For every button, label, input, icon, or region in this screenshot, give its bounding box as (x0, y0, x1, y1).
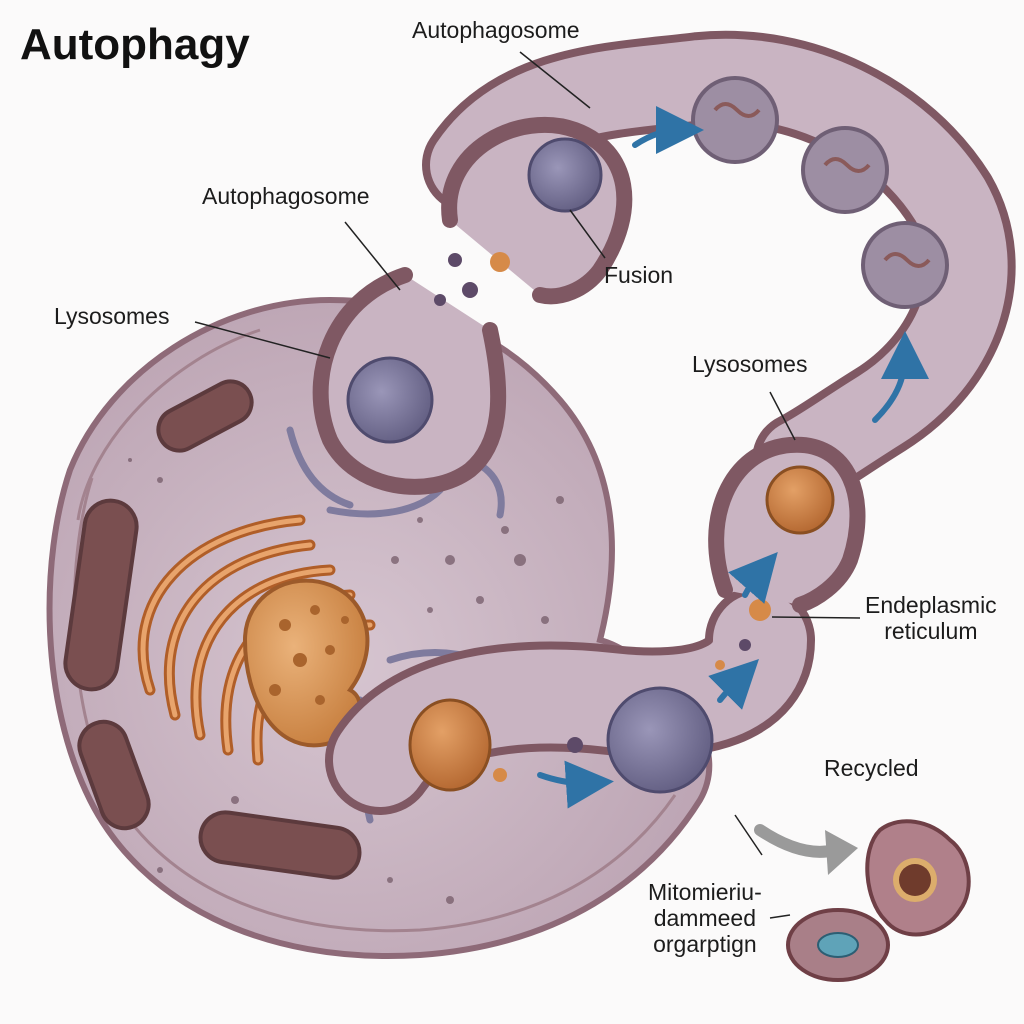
recycled-particles (786, 819, 971, 982)
label-er-line1: Endeplasmic (865, 592, 997, 618)
autophagosome-top (441, 116, 633, 305)
gray-recycle-arrow (754, 824, 858, 875)
label-autophagosome-left: Autophagosome (202, 183, 370, 209)
label-mito-line1: Mitomieriu- (648, 879, 762, 905)
autophagosome-left (312, 267, 507, 495)
nucleus (242, 578, 370, 748)
mitochondria-group (63, 379, 362, 880)
leader-lines (194, 51, 861, 919)
cytoplasm-granules (128, 458, 564, 904)
debris-particles (434, 252, 771, 782)
lower-compartment (408, 686, 714, 794)
label-mito-line2: dammeed (653, 904, 756, 931)
label-damaged-organelle: Mitomieriu- dammeed orgarptign (648, 879, 762, 957)
label-lysosomes-right: Lysosomes (692, 351, 808, 377)
diagram-title: Autophagy (20, 20, 250, 69)
label-er-line2: reticulum (884, 617, 978, 644)
label-lysosomes-left: Lysosomes (54, 303, 170, 329)
label-autophagosome-top: Autophagosome (412, 17, 580, 43)
blue-flow-arrow (537, 106, 929, 809)
tube-vesicles (691, 76, 949, 309)
lysosome-right (708, 436, 866, 613)
label-recycled: Recycled (824, 755, 919, 781)
label-fusion: Fusion (604, 262, 674, 288)
label-endoplasmic-reticulum: Endeplasmic reticulum (865, 592, 997, 645)
label-mito-line3: orgarptign (653, 930, 757, 957)
